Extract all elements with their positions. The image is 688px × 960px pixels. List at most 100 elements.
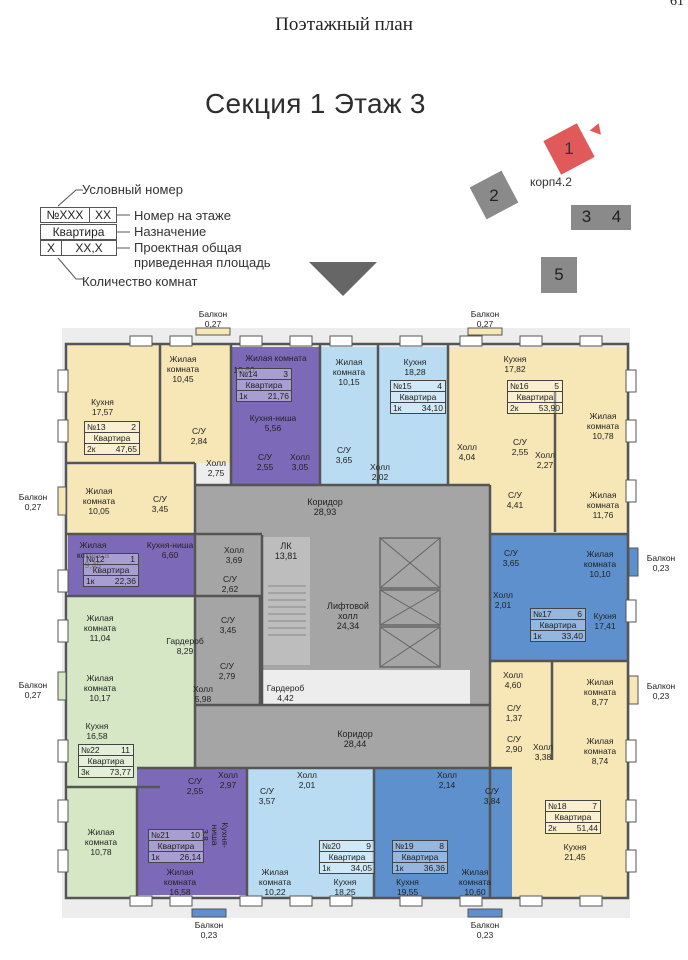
- apartment-18-area: [489, 662, 629, 897]
- apartment-tag-field: №15: [393, 381, 412, 391]
- apartment-11-area: [68, 465, 193, 533]
- apartment-14-area: [231, 347, 319, 485]
- apartment-tag-field: 1к: [533, 631, 542, 641]
- apartment-21-area: [137, 768, 247, 895]
- apartment-tag-field: 1к: [393, 403, 402, 413]
- apartment-tag-field: 53,90: [538, 403, 560, 413]
- apartment-tag-field: Квартира: [554, 812, 592, 822]
- windows: [57, 335, 637, 907]
- stair-block: [262, 537, 310, 665]
- apartment-tag-field: 36,36: [423, 863, 445, 873]
- corridor-bottom: [195, 705, 490, 768]
- apartment-tag-field: Квартира: [87, 756, 125, 766]
- apartment-tag-field: 2к: [510, 403, 519, 413]
- key-block-1-label: 1: [564, 139, 574, 158]
- apartment-20-area: [248, 768, 373, 898]
- apartment-tag-field: №18: [548, 801, 567, 811]
- key-block-34: [571, 205, 631, 230]
- apartment-tag-field: 33,40: [561, 631, 583, 641]
- apartment-15-area: [321, 347, 448, 485]
- apartment-tag-field: 22,36: [114, 576, 136, 586]
- apartment-tag-field: Квартира: [93, 433, 131, 443]
- apartment-tag-field: 1к: [239, 391, 248, 401]
- lift-3: [379, 626, 441, 668]
- key-block-3-label: 3: [581, 207, 592, 226]
- apartment-tag-field: 34,10: [421, 403, 443, 413]
- apartment-tag-field: №13: [87, 422, 106, 432]
- corridor-top: [195, 485, 490, 535]
- legend-cell-floor: XX: [89, 207, 117, 223]
- apartment-tag-field: 2к: [87, 444, 96, 454]
- apartment-tag-field: 34,05: [350, 863, 372, 873]
- lift-1: [379, 537, 441, 589]
- corridor-right: [470, 535, 490, 705]
- legend-cell-purpose: Квартира: [40, 224, 117, 240]
- legend-number-label: Условный номер: [82, 182, 183, 197]
- apartment-tag-field: Квартира: [328, 852, 366, 862]
- apartment-tag-field: 47,65: [115, 444, 137, 454]
- apartment-tag-field: №22: [81, 745, 100, 755]
- legend-area-label-1: Проектная общая: [134, 240, 242, 255]
- entrance-arrow: [309, 262, 377, 296]
- apartment-tag-field: 1: [130, 554, 135, 564]
- page-title: Поэтажный план: [275, 14, 413, 35]
- apartment-tag-field: №14: [239, 369, 258, 379]
- apartment-tag-field: 1к: [322, 863, 331, 873]
- key-block-2-label: 2: [489, 186, 499, 205]
- apartment-tag-field: 26,14: [179, 852, 201, 862]
- apartment-tag-field: 73,77: [109, 767, 131, 777]
- legend: Условный номер №XXX XX Номер на этаже Кв…: [38, 178, 298, 290]
- apartment-tag-field: 21,76: [267, 391, 289, 401]
- room-14-living: Жилая комната: [245, 353, 307, 363]
- apartment-tag-field: №17: [533, 609, 552, 619]
- common-areas: [195, 485, 490, 768]
- apartment-17-area: [489, 535, 629, 660]
- lift-2: [379, 589, 441, 626]
